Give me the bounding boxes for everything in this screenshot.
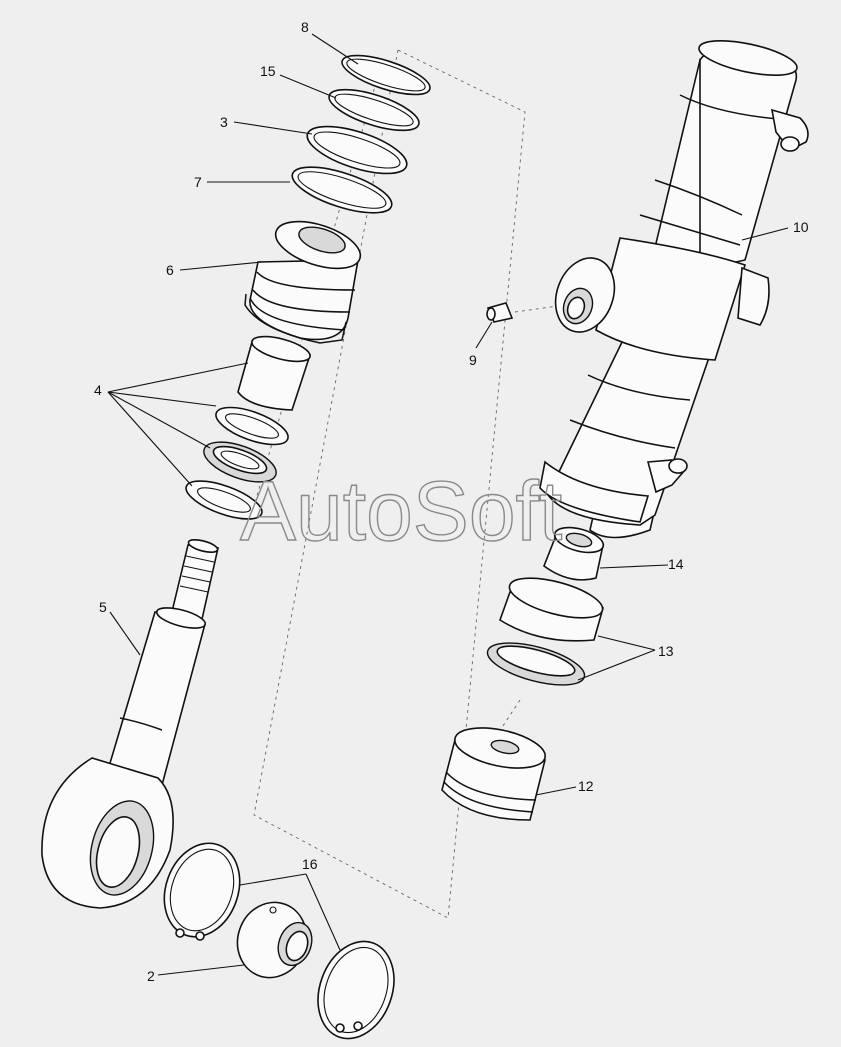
part-6-guide-bushing: [244, 220, 362, 344]
label-3: 3: [220, 114, 228, 130]
part-2-spherical-bearing: [236, 901, 313, 979]
label-12: 12: [578, 778, 594, 794]
part-16-retaining-ring-left: [163, 842, 241, 941]
label-10: 10: [793, 219, 809, 235]
assembly-outline: [253, 49, 526, 919]
part-14-nut: [543, 526, 605, 581]
part-13-seal: [486, 642, 586, 686]
label-4: 4: [94, 382, 102, 398]
label-16: 16: [302, 856, 318, 872]
part-16-retaining-ring-right: [317, 940, 395, 1040]
part-4-washer: [215, 406, 289, 446]
part-4-seal: [203, 441, 277, 483]
part-3-ring: [306, 125, 408, 175]
label-6: 6: [166, 262, 174, 278]
label-13: 13: [658, 643, 674, 659]
part-9-grease-fitting: [486, 302, 514, 323]
part-12-piston: [441, 727, 546, 821]
label-9: 9: [469, 352, 477, 368]
part-7-ring: [291, 166, 393, 214]
part-4-wiper: [185, 480, 263, 520]
part-13-ring: [499, 577, 605, 642]
label-5: 5: [99, 599, 107, 615]
label-15: 15: [260, 63, 276, 79]
part-4-sleeve: [237, 335, 312, 411]
watermark-text: AutoSoft: [240, 464, 562, 558]
label-2: 2: [147, 968, 155, 984]
part-5-rod: [41, 539, 219, 909]
label-8: 8: [301, 19, 309, 35]
leader-lines: [107, 33, 789, 976]
part-8-ring: [341, 54, 431, 96]
label-7: 7: [194, 174, 202, 190]
part-10-cylinder-body: [539, 40, 809, 539]
label-14: 14: [668, 556, 684, 572]
